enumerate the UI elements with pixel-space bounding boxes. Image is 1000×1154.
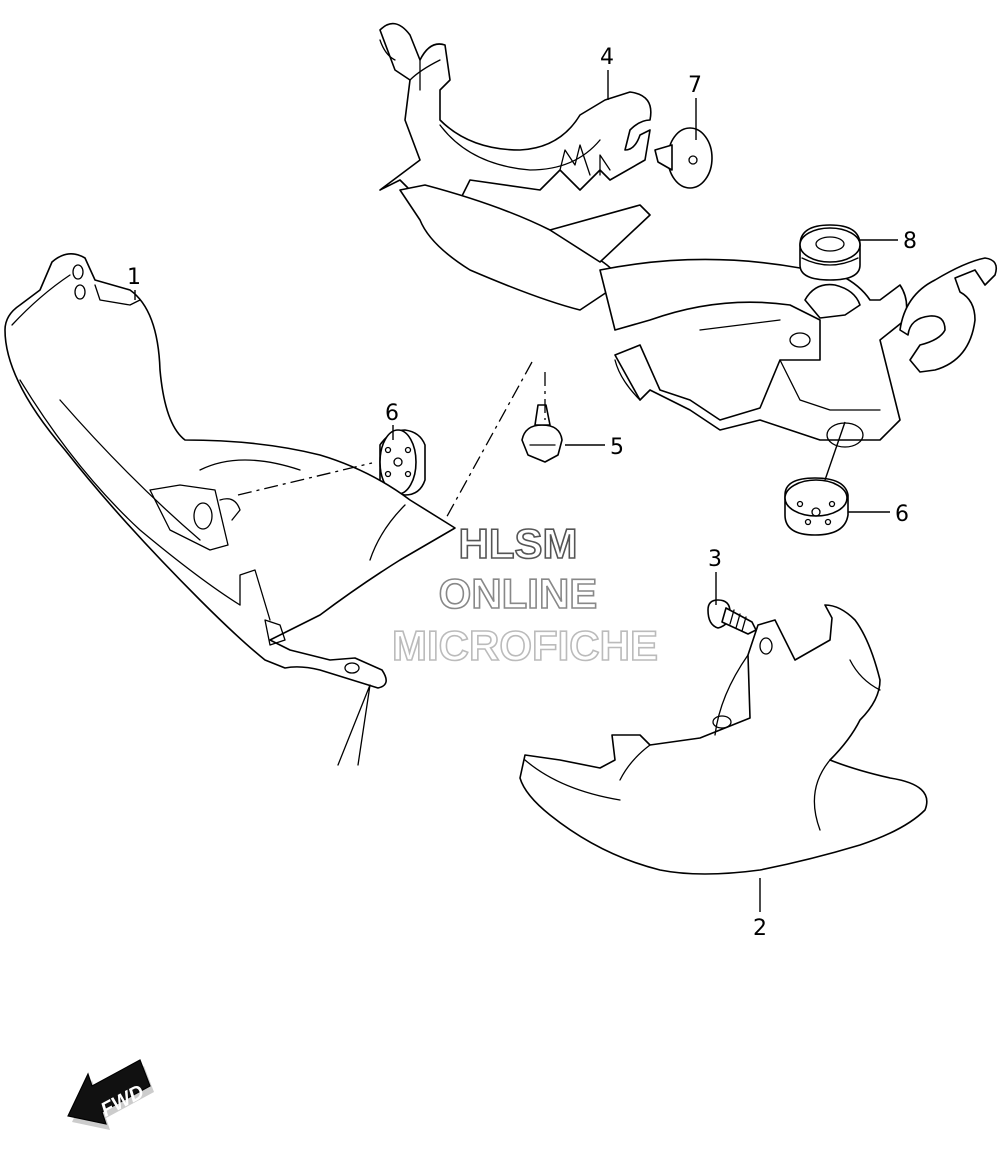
part-8-grommet[interactable] [799,224,861,281]
cowl-tail-line [337,684,371,766]
fwd-arrow-icon: FWD [67,1059,154,1130]
callout-4: 4 [600,45,614,70]
part-5-clip[interactable] [521,404,563,463]
callout-2: 2 [753,916,767,941]
part-6-damper-upper[interactable] [379,429,426,496]
callout-7: 7 [688,73,702,98]
callout-6-lower: 6 [895,502,909,527]
callout-8: 8 [903,229,917,254]
callout-6-upper: 6 [385,401,399,426]
part-1-lower-cowl-left[interactable] [4,253,456,689]
part-3-screw[interactable] [707,599,757,635]
watermark-line-3: MICROFICHE [392,622,658,669]
part-4-bracket[interactable] [379,22,998,448]
part-2-lower-cowl-right[interactable] [519,604,928,875]
watermark-line-2: ONLINE [439,570,598,617]
assembly-line-bracket [444,361,533,521]
watermark-line-1: HLSM [459,520,578,567]
callout-3: 3 [708,547,722,572]
part-7-rivet[interactable] [654,127,713,189]
leader-lines [134,70,898,912]
callout-5: 5 [610,435,624,460]
callout-1: 1 [127,265,141,290]
assembly-line-damper-upper [237,462,373,496]
part-6-damper-lower[interactable] [784,477,849,536]
